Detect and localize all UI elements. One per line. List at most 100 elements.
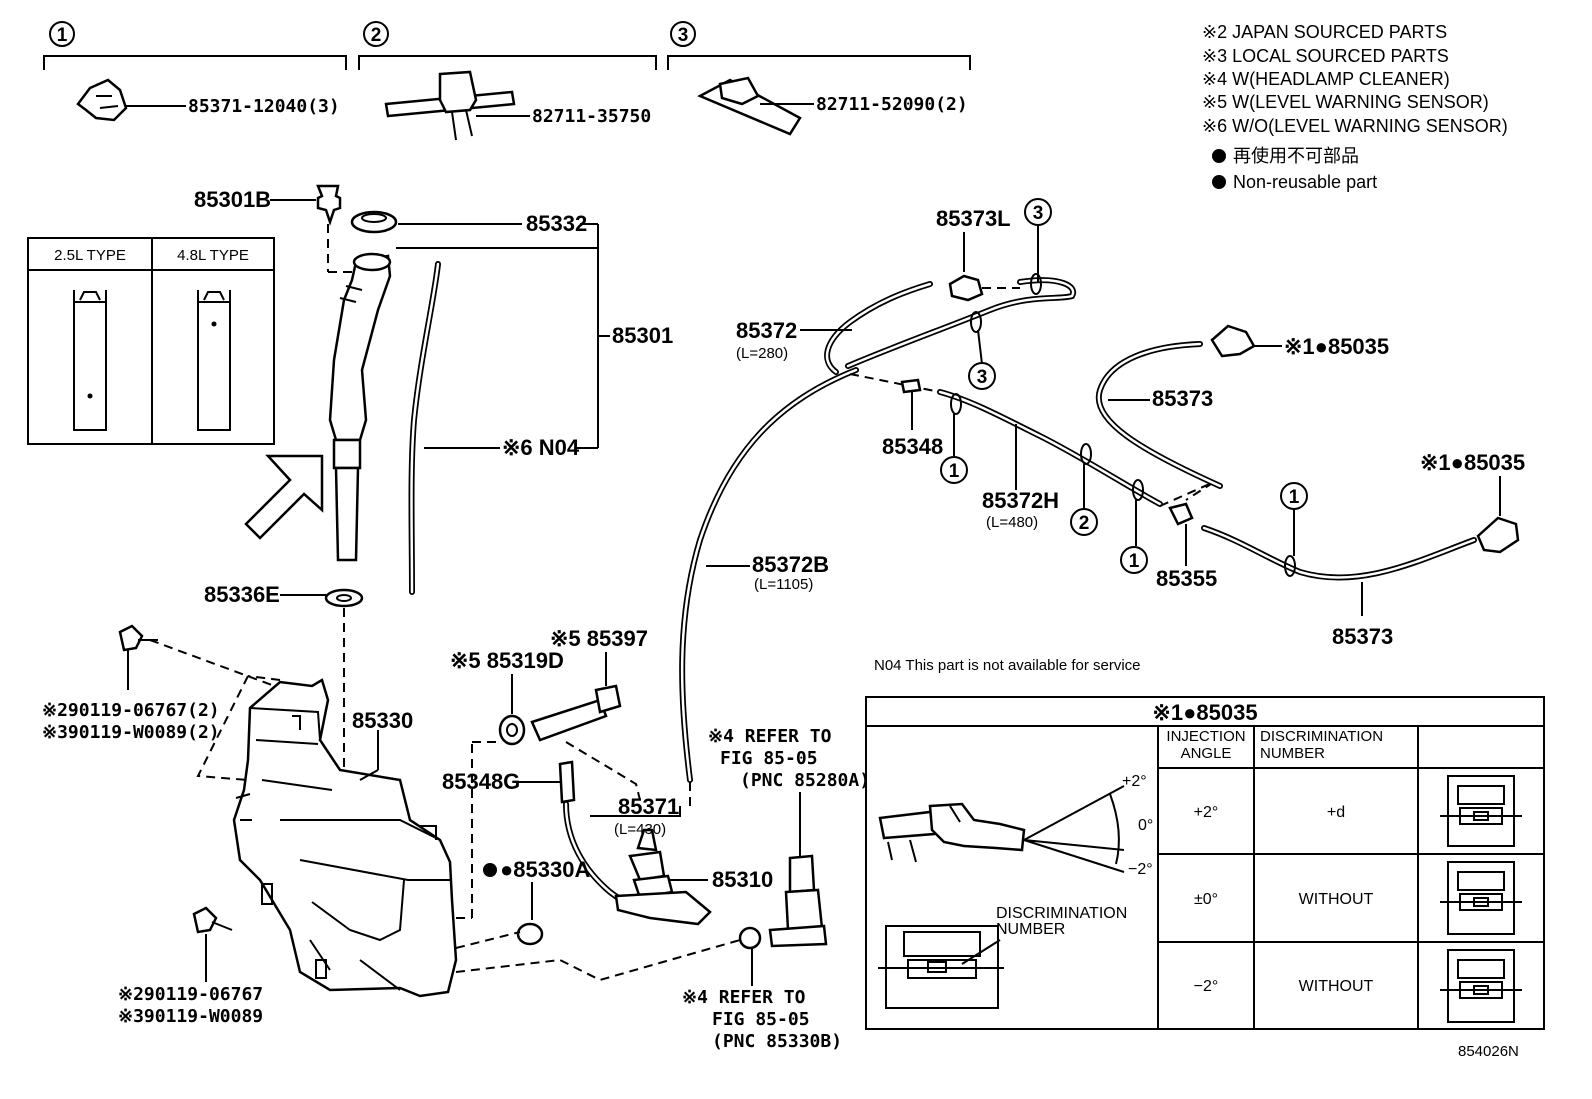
level-sensor: ※5 85319D ※5 85397 85348G (442, 626, 648, 804)
part-label: ※5 85319D (450, 648, 564, 673)
headlamp-refs: ※4 REFER TO FIG 85-05 (PNC 85280A) ※4 RE… (682, 726, 870, 1052)
bolt-icon (316, 184, 342, 226)
ref-text: FIG 85-05 (720, 748, 818, 769)
row-number: +d (1327, 804, 1345, 821)
grommet-icon (738, 926, 762, 950)
part-label: 85373 (1152, 386, 1213, 411)
ref-text: ※4 REFER TO (682, 987, 806, 1008)
type-variant-box: 2.5L TYPE 4.8L TYPE (27, 237, 275, 445)
part-label: 85355 (1156, 566, 1217, 591)
part-label: 85301 (612, 323, 673, 348)
part-length: (L=480) (986, 514, 1038, 531)
legend-nonreusable-jp: 再使用不可部品 (1233, 146, 1359, 166)
group-2: 2 82711-35750 (358, 21, 657, 141)
discrimination-drawing: DISCRIMINATION NUMBER (878, 905, 1127, 1009)
type-label: 2.5L TYPE (54, 247, 126, 264)
grommet-icon (324, 588, 364, 608)
angle-mark: +2° (1122, 773, 1147, 790)
part-label: 85332 (526, 211, 587, 236)
legend-nonreusable-en: Non-reusable part (1233, 172, 1377, 192)
group-number: 2 (371, 25, 382, 46)
part-label: ※290119-06767(2) (42, 700, 220, 721)
group-1: 1 85371-12040(3) (43, 21, 347, 122)
group-3: 3 82711-52090(2) (667, 21, 971, 136)
part-label: 85348 (882, 434, 943, 459)
bullet-icon (1212, 175, 1226, 189)
row-angle: ±0° (1194, 891, 1218, 908)
clamp-icon (76, 78, 128, 122)
part-label: 85301B (194, 187, 271, 212)
bolt-icon (118, 624, 144, 652)
bullet-icon (483, 863, 497, 877)
part-label: ※1●85035 (1284, 334, 1389, 359)
part-label: ※390119-W0089 (118, 1006, 263, 1027)
type-label: 4.8L TYPE (177, 247, 249, 264)
part-length: (L=430) (614, 821, 666, 838)
callout-1: 1 (1289, 487, 1300, 508)
row-angle: −2° (1194, 978, 1219, 995)
part-label: ※290119-06767 (118, 984, 263, 1005)
part-length: (L=280) (736, 345, 788, 362)
ref-text: FIG 85-05 (712, 1009, 810, 1030)
part-label: 85372 (736, 318, 797, 343)
nozzle-table: ※1●85035 INJECTION ANGLE DISCRIMINATION … (865, 696, 1545, 1030)
ref-text: (PNC 85330B) (712, 1031, 842, 1052)
part-label: 85371-12040(3) (188, 96, 340, 117)
grommet-icon (516, 922, 544, 946)
header-number: DISCRIMINATION NUMBER (1260, 728, 1384, 762)
ref-text: ※4 REFER TO (708, 726, 832, 747)
figure-id: 854026N (1458, 1043, 1519, 1060)
part-label: 85330 (352, 708, 413, 733)
part-label: 85372H (982, 488, 1059, 513)
callout-1: 1 (1129, 551, 1140, 572)
bullet-icon (1212, 149, 1226, 163)
part-label: ※1●85035 (1420, 450, 1525, 475)
clip-icon (384, 70, 516, 141)
ref-text: (PNC 85280A) (740, 770, 870, 791)
part-label: 85310 (712, 867, 773, 892)
part-length: (L=1105) (754, 576, 813, 593)
header-angle: INJECTION ANGLE (1166, 728, 1246, 762)
nozzle-view-icon (1440, 775, 1522, 847)
part-label: 85373 (1332, 624, 1393, 649)
bolt-icon (192, 906, 218, 934)
nozzle-icon (1476, 516, 1520, 554)
hose-runs: 85372B (L=1105) 85372 (L=280) 85373L 3 3… (679, 198, 1525, 783)
part-label: ※6 N04 (502, 435, 580, 460)
part-label: 85373L (936, 206, 1011, 231)
filler-assembly: 85301B 85332 ※6 N04 85301 85336E (194, 184, 673, 780)
group-number: 3 (678, 25, 689, 46)
part-label: 85348G (442, 769, 520, 794)
part-label: 85336E (204, 582, 280, 607)
grommet-icon (498, 714, 526, 746)
part-label: ※390119-W0089(2) (42, 722, 220, 743)
disc-label: DISCRIMINATION (996, 905, 1127, 922)
callout-3: 3 (1033, 203, 1044, 224)
legend-note: ※5 W(LEVEL WARNING SENSOR) (1202, 92, 1489, 112)
table-title: ※1●85035 (1152, 700, 1257, 725)
legend-note: ※3 LOCAL SOURCED PARTS (1202, 46, 1449, 66)
part-label: ●85330A (500, 857, 590, 882)
pump-assembly: 85310 85371 (L=430) ●85330A (455, 780, 773, 982)
nozzle-view-icon (1440, 861, 1522, 935)
legend-note: ※2 JAPAN SOURCED PARTS (1202, 22, 1447, 42)
nozzle-icon (1210, 324, 1256, 358)
part-label: 82711-52090(2) (816, 94, 968, 115)
nozzle-view-icon (1440, 949, 1522, 1023)
n04-note: N04 This part is not available for servi… (874, 657, 1141, 674)
direction-arrow-icon (244, 454, 324, 540)
part-label: 82711-35750 (532, 106, 651, 127)
angle-mark: −2° (1128, 861, 1153, 878)
clip-icon (697, 76, 802, 136)
row-angle: +2° (1194, 804, 1219, 821)
spray-angle-drawing: +2° 0° −2° (878, 773, 1153, 878)
disc-label: NUMBER (996, 921, 1065, 938)
filler-neck (328, 254, 392, 442)
washer-tank: ※290119-06767(2) ※390119-W0089(2) ※29011… (42, 624, 500, 1027)
part-label: 85372B (752, 552, 829, 577)
row-number: WITHOUT (1299, 978, 1374, 995)
part-label: ※5 85397 (550, 626, 648, 651)
group-number: 1 (57, 25, 68, 46)
callout-2: 2 (1079, 513, 1090, 534)
